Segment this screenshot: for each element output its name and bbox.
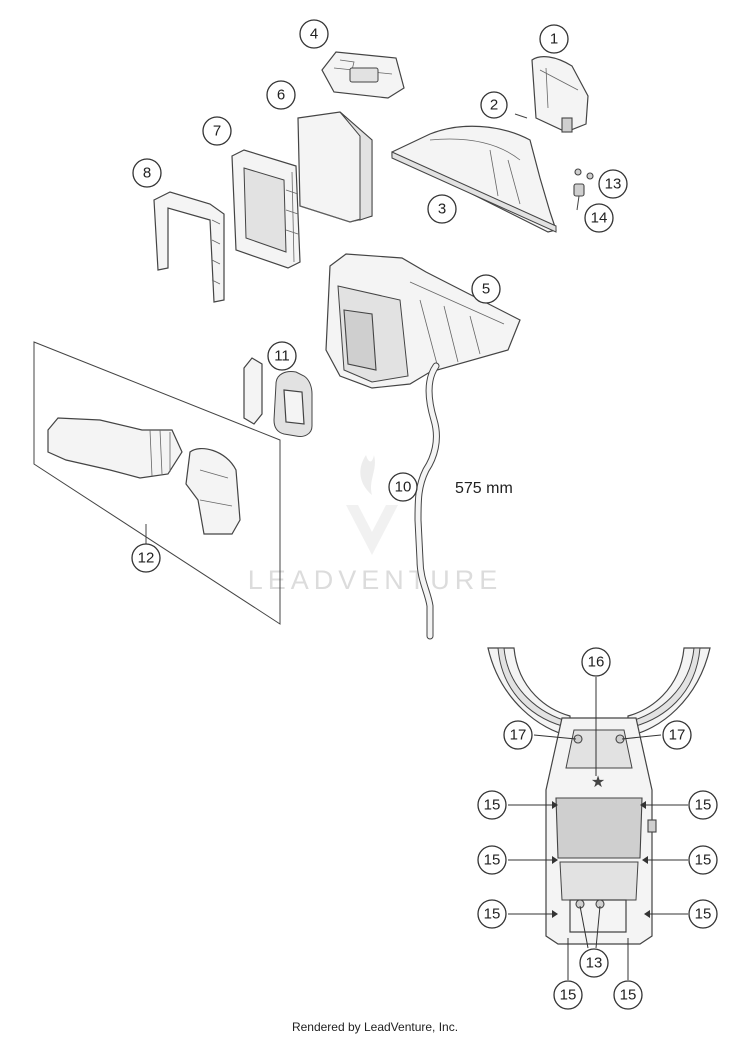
- callout-15-left-mid: 15: [477, 845, 507, 875]
- svg-text:15: 15: [560, 987, 577, 1004]
- svg-text:15: 15: [695, 797, 712, 814]
- svg-text:15: 15: [695, 852, 712, 869]
- part-8-filter-holder: [153, 191, 225, 303]
- callout-3: 3: [427, 194, 457, 224]
- callout-15-right-mid: 15: [688, 845, 718, 875]
- hose-length-label: 575 mm: [455, 480, 513, 497]
- svg-text:13: 13: [605, 176, 622, 193]
- svg-text:7: 7: [213, 123, 221, 140]
- part-7-filter-frame: [231, 149, 301, 269]
- svg-text:14: 14: [591, 210, 608, 227]
- callout-1: 1: [539, 24, 569, 54]
- svg-text:15: 15: [484, 797, 501, 814]
- callout-15-right-top: 15: [688, 790, 718, 820]
- callout-17-left: 17: [503, 720, 533, 750]
- callout-2: 2: [480, 91, 508, 119]
- svg-text:15: 15: [484, 906, 501, 923]
- svg-text:15: 15: [620, 987, 637, 1004]
- callout-15-left-bottom: 15: [477, 899, 507, 929]
- svg-text:3: 3: [438, 201, 446, 218]
- callout-14: 14: [584, 203, 614, 233]
- svg-text:12: 12: [138, 550, 155, 567]
- svg-text:13: 13: [586, 955, 603, 972]
- part-5-airbox: [325, 253, 521, 389]
- callout-6: 6: [266, 80, 296, 110]
- part-13-screws: [574, 168, 594, 180]
- part-14-sensor: [573, 183, 585, 211]
- part-6-air-filter: [297, 111, 373, 223]
- leader-lines: [508, 677, 688, 980]
- watermark-logo: [346, 455, 398, 555]
- svg-text:10: 10: [395, 479, 412, 496]
- callout-16: 16: [581, 647, 611, 677]
- callout-17-right: 17: [662, 720, 692, 750]
- assembly-view: ★: [487, 647, 711, 945]
- svg-text:15: 15: [695, 906, 712, 923]
- svg-text:6: 6: [277, 87, 285, 104]
- callout-15-left-top: 15: [477, 790, 507, 820]
- svg-text:17: 17: [669, 727, 686, 744]
- star-marker: ★: [591, 772, 605, 791]
- svg-text:11: 11: [274, 348, 290, 365]
- callout-7: 7: [202, 116, 232, 146]
- part-12-intake-tubes: [33, 341, 281, 625]
- part-1-bracket: [531, 56, 589, 133]
- svg-text:15: 15: [484, 852, 501, 869]
- callout-8: 8: [132, 158, 162, 188]
- callout-15-right-bottom: 15: [688, 899, 718, 929]
- part-11-seals: [243, 357, 313, 437]
- callout-13-assembly: 13: [579, 948, 609, 978]
- callout-12: 12: [131, 543, 161, 573]
- part-3-housing: [391, 125, 557, 233]
- svg-text:17: 17: [510, 727, 527, 744]
- svg-text:1: 1: [550, 31, 558, 48]
- callout-13: 13: [598, 169, 628, 199]
- callout-10: 10: [388, 472, 418, 502]
- callout-11: 11: [267, 341, 297, 371]
- svg-text:4: 4: [310, 26, 318, 43]
- svg-text:16: 16: [588, 654, 605, 671]
- footer-credit: Rendered by LeadVenture, Inc.: [291, 1020, 459, 1034]
- part-2-pin: [514, 113, 528, 119]
- part-10-hose: [414, 362, 440, 640]
- part-4-cover: [321, 51, 405, 99]
- callout-15-bottom-left: 15: [553, 980, 583, 1010]
- callout-5: 5: [471, 274, 501, 304]
- svg-text:2: 2: [490, 97, 498, 114]
- callout-4: 4: [299, 19, 329, 49]
- svg-text:5: 5: [482, 281, 490, 298]
- callout-15-bottom-right: 15: [613, 980, 643, 1010]
- leader-arrows: [552, 801, 650, 918]
- svg-text:8: 8: [143, 165, 151, 182]
- watermark-text: LEADVENTURE: [248, 565, 503, 595]
